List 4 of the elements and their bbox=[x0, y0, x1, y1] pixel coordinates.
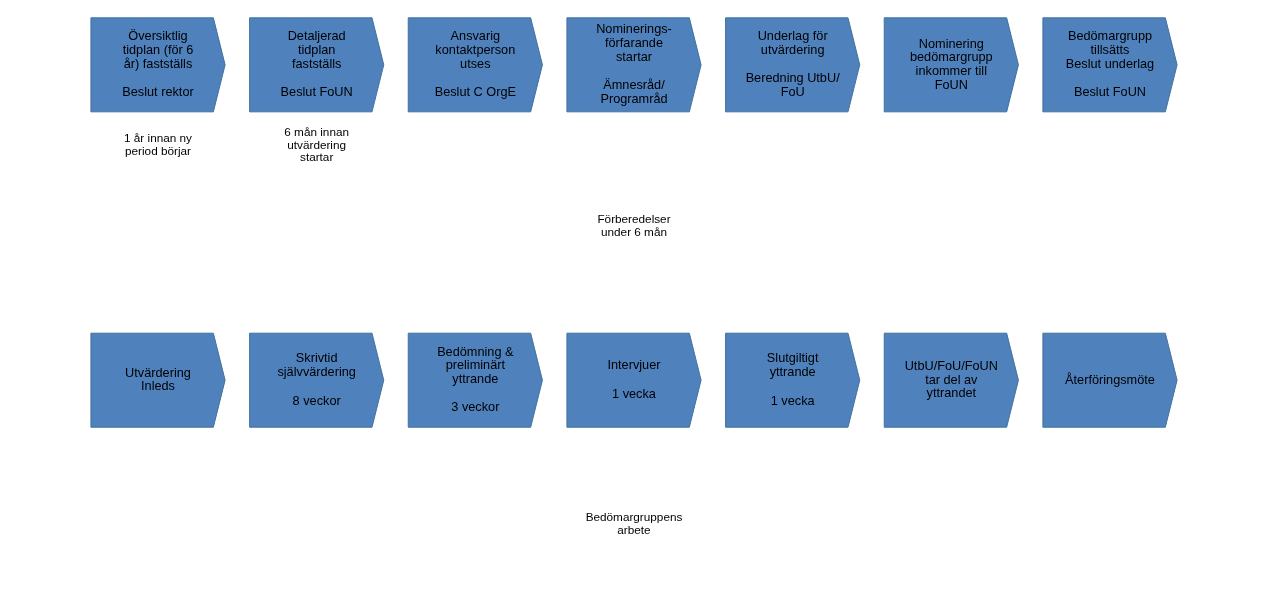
label: Förberedelser under 6 mån bbox=[596, 212, 671, 238]
node-label: 6 mån innan utvärdering startar bbox=[283, 124, 349, 164]
label: Bedömargruppens arbete bbox=[585, 509, 682, 536]
node-label: 1 år innan ny period börjar bbox=[123, 131, 192, 158]
